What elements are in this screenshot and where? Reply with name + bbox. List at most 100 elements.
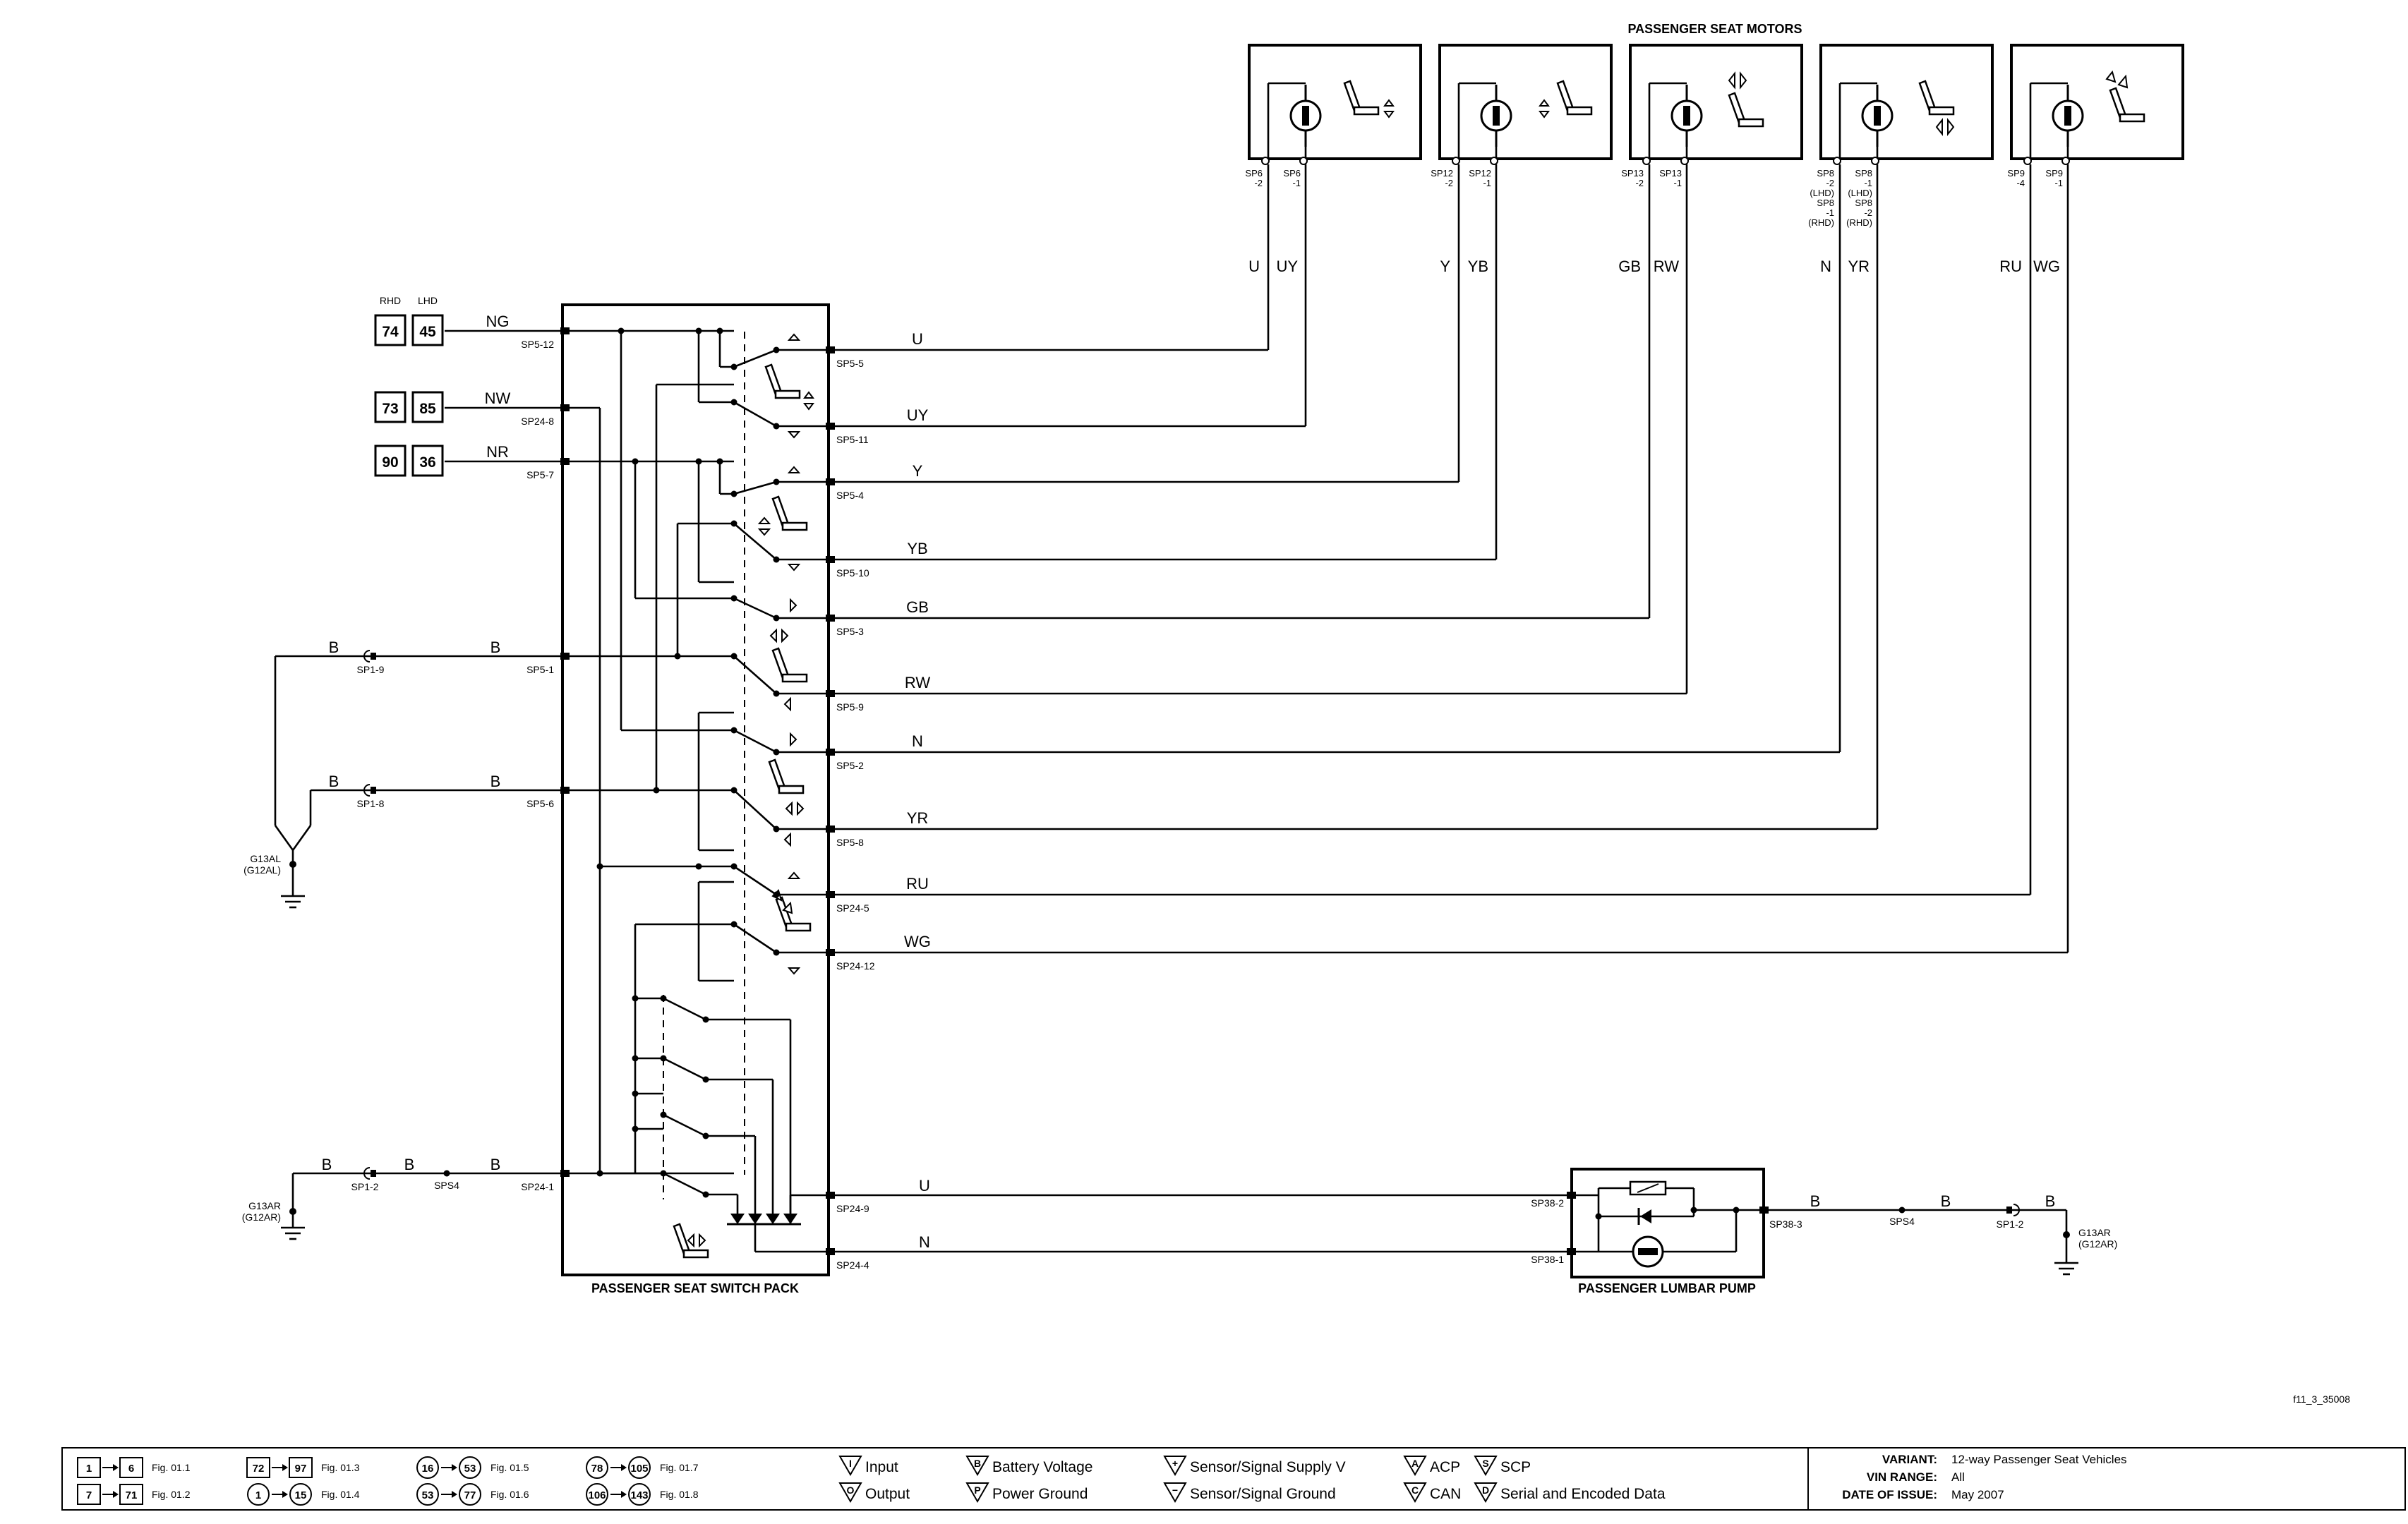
- nav-from-number: 1: [255, 1489, 261, 1501]
- symbol-text: Power Ground: [992, 1486, 1088, 1502]
- pin-sp5-6: SP5-6: [526, 798, 554, 809]
- seat-motor-1: [1248, 44, 1422, 160]
- nav-from-marker: [586, 1456, 608, 1479]
- seat-motor-3: [1629, 44, 1803, 160]
- motor-wire-a-color: Y: [1440, 258, 1450, 275]
- conn-sp1-9: SP1-9: [357, 664, 385, 675]
- nav-to-number: 53: [464, 1463, 476, 1475]
- symbol-text: Sensor/Signal Ground: [1190, 1486, 1336, 1502]
- nav-figure-label: Fig. 01.8: [660, 1489, 699, 1500]
- nav-to-marker: [459, 1483, 481, 1506]
- pin-sp5-1: SP5-1: [526, 664, 554, 675]
- symbol-marker: [1403, 1482, 1427, 1504]
- wire-n-lumbar: N: [919, 1233, 930, 1251]
- nav-figure-label: Fig. 01.3: [321, 1462, 360, 1473]
- motor-pins: [1261, 157, 2070, 165]
- nav-to-marker: [289, 1483, 312, 1506]
- ref-box-lhd: [411, 314, 444, 346]
- motor-pin-a-label: SP12: [1431, 168, 1453, 179]
- ground-g13ar-left: G13AR: [248, 1200, 281, 1211]
- conn-sp1-8: SP1-8: [357, 798, 385, 809]
- symbol-marker: [1474, 1482, 1498, 1504]
- symbol-glyph: P: [974, 1484, 980, 1496]
- nav-from-number: 53: [422, 1489, 434, 1501]
- motor-pin-b-label: SP8: [1855, 168, 1872, 179]
- symbol-glyph: +: [1172, 1458, 1178, 1469]
- output-connector: [826, 891, 835, 898]
- motor-pin-b-label: -2: [1864, 207, 1872, 218]
- output-wire-color: GB: [906, 598, 929, 616]
- info-value: May 2007: [1951, 1488, 2004, 1501]
- nav-arrow-head: [282, 1491, 288, 1498]
- nav-to-marker: [119, 1457, 143, 1478]
- output-connector: [826, 556, 835, 563]
- symbol-text: ACP: [1430, 1459, 1460, 1475]
- pin-sp24-9: SP24-9: [836, 1203, 869, 1214]
- symbol-marker: [838, 1482, 862, 1504]
- nav-to-number: 77: [464, 1489, 476, 1501]
- info-value: 12-way Passenger Seat Vehicles: [1951, 1453, 2127, 1466]
- ref-rhd-number: 90: [382, 454, 398, 471]
- lumbar-wire-b-2: B: [404, 1156, 415, 1173]
- output-wire-color: Y: [913, 462, 923, 480]
- motor-pin-a-label: -4: [2016, 178, 2025, 188]
- info-value: All: [1951, 1470, 1965, 1484]
- junction-dots: [596, 327, 780, 1198]
- output-wire-color: N: [912, 732, 923, 750]
- output-wire-color: U: [912, 330, 923, 348]
- pump-wire-b-1: B: [1810, 1192, 1821, 1210]
- nav-to-number: 6: [128, 1463, 134, 1475]
- output-connector: [826, 423, 835, 430]
- motor-pin-b-label: -1: [1864, 178, 1872, 188]
- nav-to-marker: [459, 1456, 481, 1479]
- info-label: VIN RANGE:: [1867, 1470, 1937, 1484]
- output-pin-label: SP5-5: [836, 358, 864, 369]
- nav-arrow-head: [452, 1491, 457, 1498]
- nav-from-marker: [586, 1483, 608, 1506]
- switch-seat-icons: [673, 333, 814, 1259]
- motor-pin-a-label: -2: [1635, 178, 1644, 188]
- left-ground-network: [274, 650, 562, 909]
- wire-b-sp5-6: B: [490, 773, 501, 790]
- symbol-text: Output: [865, 1486, 910, 1502]
- motor-pin-a-label: -2: [1826, 178, 1834, 188]
- motor-pin-a-label: (RHD): [1808, 217, 1834, 228]
- ref-lhd-number: 45: [419, 324, 436, 340]
- symbol-glyph: A: [1411, 1458, 1419, 1469]
- nav-arrow-head: [282, 1464, 288, 1471]
- ref-wire-color: NG: [486, 313, 510, 330]
- ref-box-rhd: [374, 314, 407, 346]
- lumbar-ground-out: [1769, 1204, 2078, 1276]
- motor-pin-a-label: (LHD): [1810, 188, 1834, 198]
- ground-g13al: G13AL: [250, 853, 281, 864]
- symbol-glyph: I: [849, 1458, 852, 1469]
- switch-pack-title: PASSENGER SEAT SWITCH PACK: [591, 1281, 799, 1295]
- nav-from-marker: [416, 1483, 439, 1506]
- symbol-marker: [1474, 1456, 1498, 1477]
- motor-wire-b-color: RW: [1654, 258, 1679, 275]
- symbol-marker: [965, 1456, 989, 1477]
- motor-pin-a-label: SP9: [2007, 168, 2025, 179]
- symbol-marker: [1163, 1456, 1187, 1477]
- legend: [61, 1447, 2406, 1511]
- motor-pin-b-label: SP8: [1855, 198, 1872, 208]
- nav-from-marker: [247, 1483, 270, 1506]
- wire-b-sp1-9-left: B: [329, 639, 339, 656]
- motor-pin-b-label: -1: [1292, 178, 1301, 188]
- legend-info: VARIANT:12-way Passenger Seat VehiclesVI…: [1842, 1453, 2126, 1501]
- nav-from-number: 78: [591, 1463, 603, 1475]
- nav-arrow-head: [621, 1464, 627, 1471]
- nav-to-marker: [289, 1457, 313, 1478]
- pin-sp24-1: SP24-1: [521, 1181, 554, 1192]
- motors-title: PASSENGER SEAT MOTORS: [1627, 22, 1802, 36]
- lumbar-pump: [1567, 1168, 1769, 1278]
- lhd-header: LHD: [418, 295, 438, 306]
- switch-pack-internal: [568, 329, 829, 1253]
- motor-wire-b-color: WG: [2033, 258, 2060, 275]
- output-pin-label: SP5-10: [836, 567, 869, 579]
- output-connector: [826, 615, 835, 622]
- wire-b-sp1-8-left: B: [329, 773, 339, 790]
